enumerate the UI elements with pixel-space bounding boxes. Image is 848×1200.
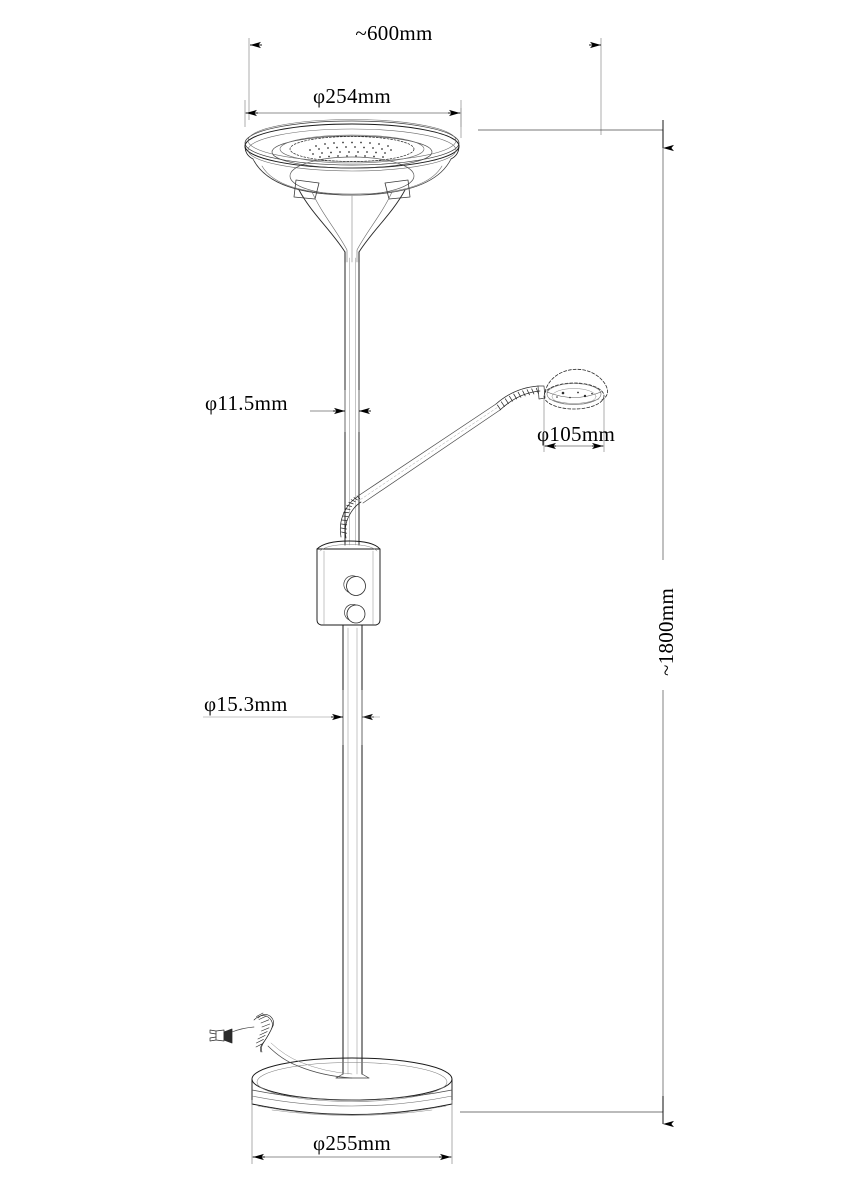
dim-label-reading-shade-diameter: φ105mm bbox=[537, 422, 616, 446]
dim-label-shade-diameter: φ254mm bbox=[312, 84, 392, 108]
reading-shade bbox=[543, 368, 608, 410]
uplight-shade bbox=[244, 119, 460, 196]
dim-label-base-diameter: φ255mm bbox=[312, 1131, 392, 1155]
reading-arm bbox=[339, 385, 546, 539]
dim-label-upper-pole-diameter: φ11.5mm bbox=[205, 391, 288, 415]
switch-box bbox=[316, 540, 381, 626]
power-cord bbox=[209, 1012, 353, 1079]
dim-label-overall-reach: ~600mm bbox=[355, 21, 433, 45]
base bbox=[251, 1057, 453, 1116]
dim-label-overall-height: ~1800mm bbox=[654, 587, 678, 676]
plug bbox=[209, 1028, 233, 1044]
dim-label-lower-pole-diameter: φ15.3mm bbox=[204, 692, 288, 716]
